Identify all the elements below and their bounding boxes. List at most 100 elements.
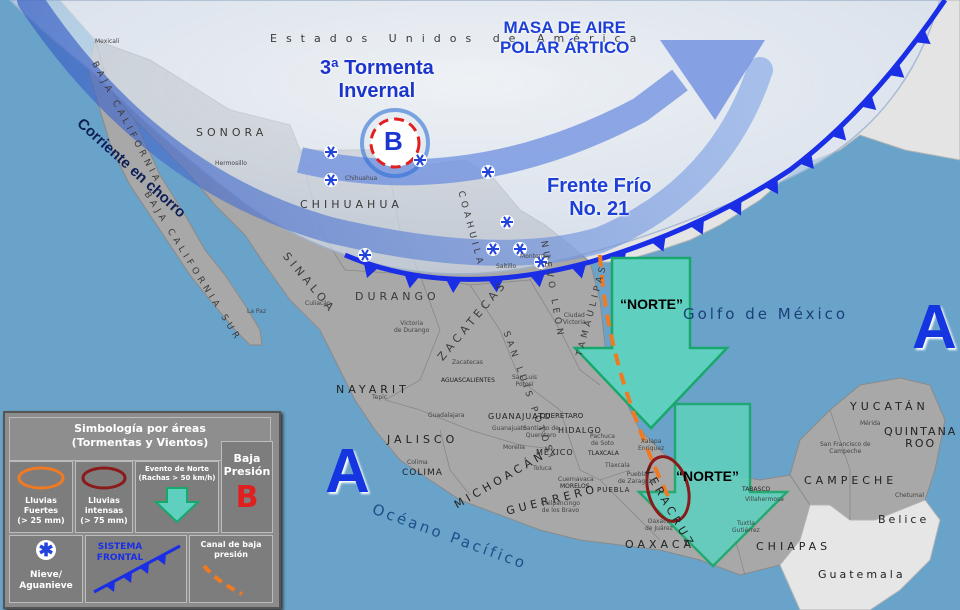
city-queretaro: Santiago de Querétaro: [523, 425, 559, 439]
city-tepic: Tepic: [372, 394, 388, 401]
city-san-luis: San Luis Potosí: [512, 374, 538, 388]
orange-ellipse-icon: [17, 466, 65, 490]
polar-flow-arrowhead: [660, 40, 765, 120]
state-chiapas: CHIAPAS: [756, 540, 832, 553]
norte-arrow-2: [635, 402, 791, 568]
state-hidalgo: HIDALGO: [558, 426, 602, 435]
cold-front-tooth: [404, 273, 420, 289]
cold-front-title: Frente Frío No. 21: [547, 175, 652, 220]
state-jalisco: JALISCO: [387, 433, 459, 446]
city-zacatecas: Zacatecas: [452, 359, 483, 366]
legend-baja-presion-label: Baja Presión: [223, 452, 271, 478]
state-aguascalientes: AGUASCALIENTES: [441, 377, 495, 384]
city-pachuca: Pachuca de Soto: [590, 433, 615, 447]
city-oaxaca: Oaxaca de Juárez: [645, 518, 673, 532]
legend-lluvias-fuertes-label: Lluvias Fuertes (> 25 mm): [17, 496, 65, 525]
cold-front-tooth: [830, 124, 847, 141]
snowflake-stroke: [489, 243, 497, 255]
city-tlaxcala: Tlaxcala: [605, 462, 630, 469]
snowflake-stroke: [516, 243, 524, 255]
state-campeche: CAMPECHE: [804, 474, 898, 487]
cold-front-tooth: [363, 262, 379, 279]
snowflake-stroke: [484, 166, 492, 178]
state-sonora: SONORA: [196, 126, 268, 139]
state-queretaro: QUERÉTARO: [540, 412, 584, 420]
cold-front-tooth: [763, 178, 779, 195]
legend-cell-baja-presion: Baja Presión B: [221, 441, 273, 533]
state-quintana-roo: QUINTANA ROO: [884, 425, 958, 450]
front-line-icon: [93, 544, 181, 594]
city-tuxtla: Tuxtla Gutiérrez: [732, 520, 760, 534]
low-pressure-trough: [598, 254, 672, 501]
city-colima: Colima: [407, 459, 428, 466]
city-guanajuato: Guanajuato: [492, 425, 527, 432]
cold-front-tooth: [445, 278, 462, 293]
city-puebla: Puebla de Zaragoza: [618, 471, 656, 485]
city-monterrey: Monterrey: [520, 253, 551, 260]
snowflake-stroke: [416, 154, 424, 166]
legend-nieve-label: Nieve/ Aguanieve: [19, 570, 73, 591]
city-villahermosa: Villahermosa: [745, 496, 784, 503]
legend-baja-letter: B: [235, 480, 259, 515]
city-mexicali: Mexicali: [95, 38, 120, 45]
city-la-paz: La Paz: [247, 308, 267, 315]
state-chihuahua: CHIHUAHUA: [300, 198, 403, 211]
state-mexico: MÉXICO: [536, 448, 574, 457]
city-chihuahua: Chihuahua: [345, 175, 378, 182]
country-usa-label: Estados Unidos de América: [270, 32, 646, 45]
winter-storm-title: 3ª Tormenta Invernal: [320, 57, 434, 102]
cold-front-tooth: [529, 272, 546, 288]
city-morelia: Morelia: [503, 444, 525, 451]
legend-sistema-frontal-label: SISTEMA FRONTAL: [96, 542, 144, 563]
norte-arrow-1: [572, 256, 730, 430]
state-morelos: MORELOS: [560, 483, 590, 490]
city-xalapa: Xalapa Enríquez: [638, 438, 665, 452]
cold-front-tooth: [860, 94, 877, 110]
high-pressure-right: A: [912, 293, 957, 362]
polar-mass-title: MASA DE AIRE POLAR ÁRTICO: [500, 18, 630, 57]
cold-front-teeth: [363, 29, 931, 293]
city-cuernavaca: Cuernavaca: [558, 476, 594, 483]
city-ciudad-victoria: Ciudad Victoria: [563, 312, 586, 326]
red-ellipse-icon: [81, 466, 127, 490]
gulf-label: Golfo de México: [683, 305, 849, 323]
low-pressure-letter: B: [384, 126, 403, 156]
rain-intense-area: [645, 455, 691, 523]
state-oaxaca: OAXACA: [625, 538, 696, 551]
snowflake-stroke: [361, 249, 369, 261]
legend-cell-canal: Canal de baja presión: [189, 535, 273, 603]
guatemala-label: Guatemala: [818, 568, 906, 581]
snowflake-stroke: [327, 174, 335, 186]
legend-lluvias-intensas-label: Lluvias intensas (> 75 mm): [80, 496, 128, 525]
cold-front-tooth: [487, 277, 504, 293]
central-america-land: [779, 499, 941, 610]
city-toluca: Toluca: [533, 465, 552, 472]
cold-front-tooth: [727, 199, 742, 216]
legend-canal-label: Canal de baja presión: [200, 540, 262, 559]
city-hermosillo: Hermosillo: [215, 160, 247, 167]
city-guadalajara: Guadalajara: [428, 412, 465, 419]
state-puebla: PUEBLA: [597, 486, 631, 494]
snowflake-icon: ✱: [36, 540, 56, 560]
belize-label: Belice: [878, 513, 930, 526]
city-saltillo: Saltillo: [496, 263, 517, 270]
norte-arrow-icon: [153, 487, 201, 524]
legend-evento-norte-label: Evento de Norte (Rachas > 50 km/h): [138, 465, 216, 482]
cold-front-tooth: [888, 62, 905, 78]
trough-dash-icon: [202, 564, 243, 596]
city-merida: Mérida: [860, 420, 881, 427]
norte-label-2: “NORTE”: [676, 468, 739, 484]
jet-stream-band: [17, 0, 773, 266]
city-culiacan: Culiacán: [305, 300, 331, 307]
high-pressure-left: A: [325, 437, 370, 506]
snowflake-stroke: [327, 146, 335, 158]
legend-cell-nieve: ✱ Nieve/ Aguanieve: [9, 535, 83, 603]
snowflake-stroke: [537, 256, 545, 268]
snowflake-stroke: [503, 216, 511, 228]
norte-label-1: “NORTE”: [620, 296, 683, 312]
legend-cell-sistema-frontal: SISTEMA FRONTAL: [85, 535, 187, 603]
low-pressure-symbol: [360, 108, 430, 178]
state-tabasco: TABASCO: [742, 486, 771, 493]
legend-panel: Simbología por áreas (Tormentas y Viento…: [3, 411, 281, 609]
